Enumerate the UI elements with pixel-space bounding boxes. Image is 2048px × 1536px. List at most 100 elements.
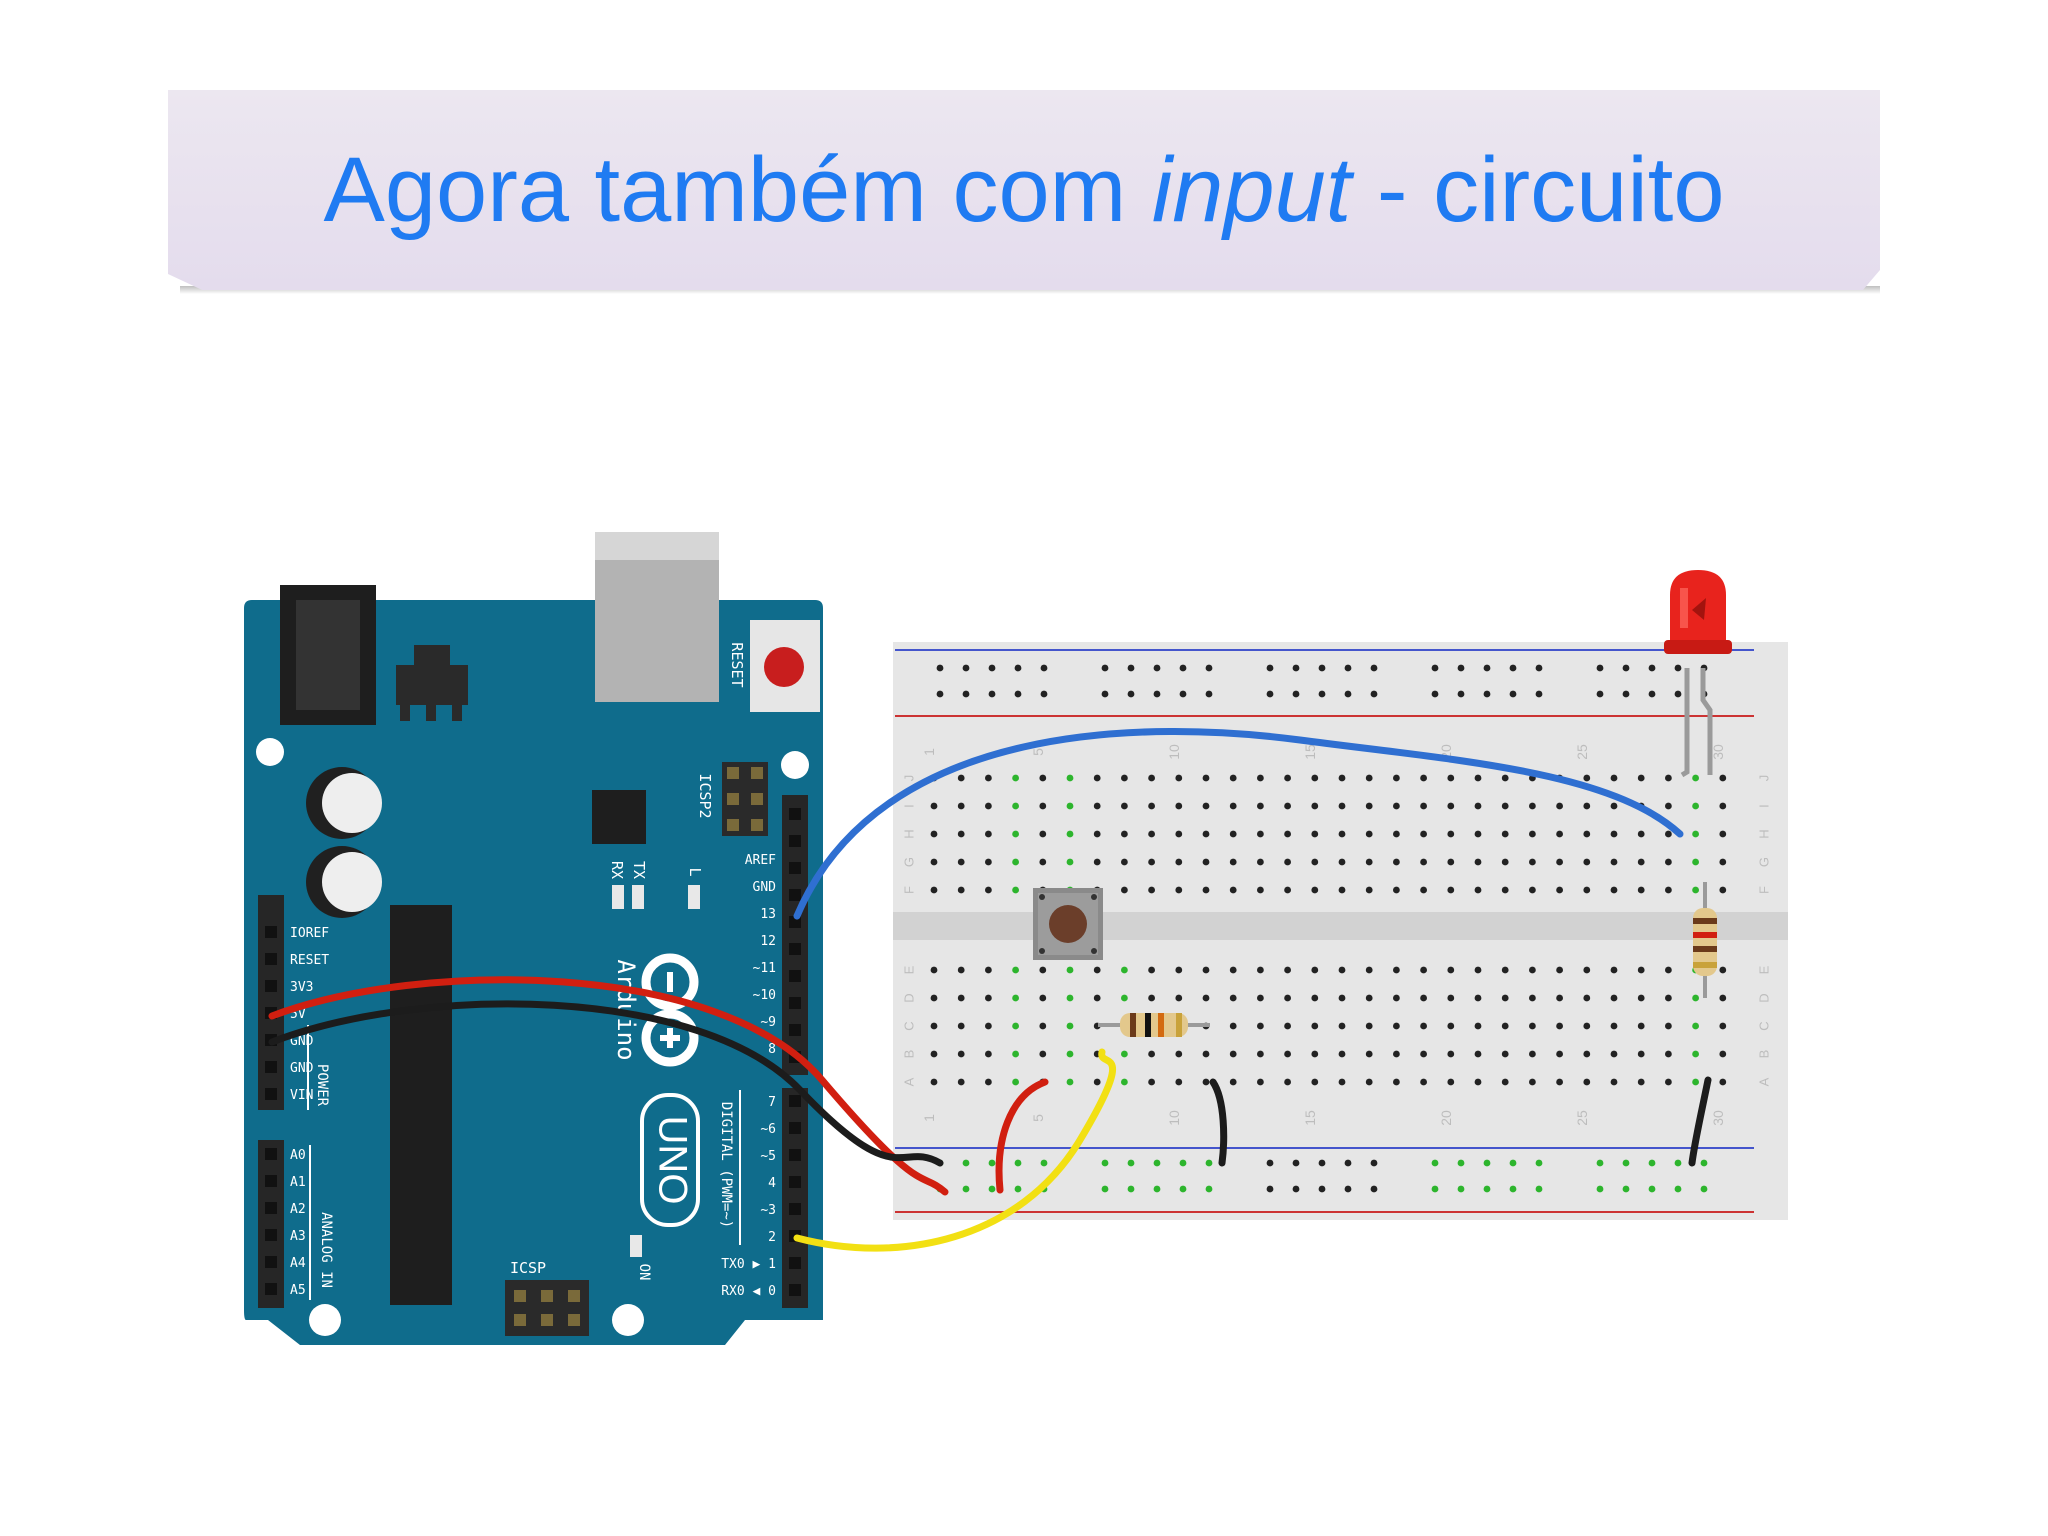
- terminal-hole: [1121, 994, 1128, 1002]
- terminal-hole: [1692, 858, 1699, 866]
- title-text-start: Agora também com: [323, 138, 1152, 241]
- mount-hole-icon: [781, 751, 809, 779]
- rail-hole: [1483, 664, 1491, 672]
- rail-hole: [1014, 1159, 1022, 1167]
- red-led: [1664, 570, 1732, 778]
- terminal-hole: [1610, 1050, 1618, 1058]
- terminal-hole: [1365, 1022, 1373, 1030]
- terminal-hole: [1175, 994, 1183, 1002]
- rail-hole: [1509, 1159, 1517, 1167]
- terminal-hole: [1311, 774, 1319, 782]
- terminal-hole: [1311, 886, 1319, 894]
- rail-hole: [1101, 1159, 1109, 1167]
- rail-hole: [1153, 1185, 1161, 1193]
- terminal-hole: [1692, 886, 1699, 894]
- terminal-hole: [1529, 1078, 1536, 1086]
- terminal-hole: [1420, 994, 1427, 1002]
- terminal-hole: [1665, 1022, 1672, 1030]
- title-text-italic: input: [1151, 138, 1352, 241]
- terminal-hole: [1556, 1022, 1563, 1030]
- terminal-hole: [1338, 774, 1346, 782]
- terminal-hole: [1039, 858, 1047, 866]
- terminal-hole: [1338, 858, 1346, 866]
- terminal-hole: [1583, 1078, 1591, 1086]
- rail-hole: [1370, 664, 1378, 672]
- terminal-hole: [1610, 966, 1618, 974]
- terminal-hole: [1447, 1078, 1455, 1086]
- row-letter: D: [901, 993, 916, 1002]
- digital-pin-label: GND: [753, 880, 777, 895]
- terminal-hole: [1529, 886, 1536, 894]
- terminal-hole: [1229, 1022, 1237, 1030]
- title-banner-shadow: [180, 286, 1880, 294]
- terminal-hole: [1501, 1022, 1509, 1030]
- terminal-hole: [1583, 830, 1591, 838]
- icsp2-label: ICSP2: [696, 773, 714, 818]
- row-letter: G: [1756, 857, 1771, 867]
- push-button-cap[interactable]: [1049, 905, 1087, 943]
- arduino-board: RESET ICSP2 TX RX L Ardu: [244, 532, 823, 1345]
- terminal-hole: [1637, 830, 1645, 838]
- rail-hole: [1431, 1159, 1439, 1167]
- rail-hole: [962, 1159, 970, 1167]
- terminal-hole: [1393, 994, 1400, 1002]
- terminal-hole: [1420, 830, 1427, 838]
- terminal-hole: [1093, 774, 1101, 782]
- rail-hole: [1040, 690, 1048, 698]
- terminal-hole: [1012, 886, 1019, 894]
- rail-hole: [1370, 1159, 1378, 1167]
- terminal-hole: [1012, 966, 1019, 974]
- digital-pin-label: ~3: [760, 1203, 776, 1218]
- terminal-hole: [985, 802, 992, 810]
- terminal-hole: [1665, 858, 1672, 866]
- reset-button-cap[interactable]: [764, 647, 804, 687]
- terminal-hole: [1202, 886, 1210, 894]
- terminal-hole: [1501, 966, 1509, 974]
- rail-hole: [1266, 1185, 1274, 1193]
- power-pin-label: RESET: [290, 953, 329, 968]
- terminal-hole: [1121, 858, 1128, 866]
- rail-hole: [1648, 690, 1656, 698]
- terminal-hole: [1311, 802, 1319, 810]
- terminal-hole: [1393, 830, 1400, 838]
- terminal-hole: [1175, 802, 1183, 810]
- rail-hole: [1292, 1185, 1300, 1193]
- power-section-label: POWER: [314, 1064, 330, 1107]
- terminal-hole: [1529, 966, 1536, 974]
- terminal-hole: [985, 1078, 992, 1086]
- terminal-hole: [1692, 1022, 1699, 1030]
- terminal-hole: [1393, 1022, 1400, 1030]
- digital-header-bottom: [782, 1088, 808, 1308]
- column-number: 1: [921, 748, 937, 756]
- reset-label: RESET: [728, 642, 746, 687]
- terminal-hole: [930, 1078, 938, 1086]
- terminal-hole: [1284, 1050, 1291, 1058]
- terminal-hole: [1583, 858, 1591, 866]
- rail-hole: [962, 664, 970, 672]
- terminal-hole: [1610, 1022, 1618, 1030]
- terminal-hole: [1012, 774, 1019, 782]
- push-button[interactable]: [1033, 888, 1103, 960]
- terminal-hole: [1529, 802, 1536, 810]
- row-letter: D: [1756, 993, 1771, 1002]
- wire-red-rail-to-button: [995, 1078, 1049, 1194]
- terminal-hole: [1311, 1078, 1319, 1086]
- rail-hole: [1457, 664, 1465, 672]
- terminal-hole: [1420, 774, 1427, 782]
- terminal-hole: [1257, 774, 1264, 782]
- rail-hole: [962, 1185, 970, 1193]
- slide-title: Agora também com input - circuito: [168, 90, 1880, 290]
- terminal-hole: [1365, 1050, 1373, 1058]
- terminal-hole: [1121, 1050, 1128, 1058]
- terminal-hole: [1175, 858, 1183, 866]
- title-text-end: - circuito: [1351, 138, 1725, 241]
- rail-hole: [988, 690, 996, 698]
- terminal-hole: [1338, 1050, 1346, 1058]
- terminal-hole: [1338, 1078, 1346, 1086]
- analog-pin-label: A3: [290, 1229, 306, 1244]
- rail-hole: [1127, 664, 1135, 672]
- terminal-hole: [957, 966, 965, 974]
- terminal-hole: [930, 830, 938, 838]
- terminal-hole: [1039, 830, 1047, 838]
- rail-hole: [1179, 1185, 1187, 1193]
